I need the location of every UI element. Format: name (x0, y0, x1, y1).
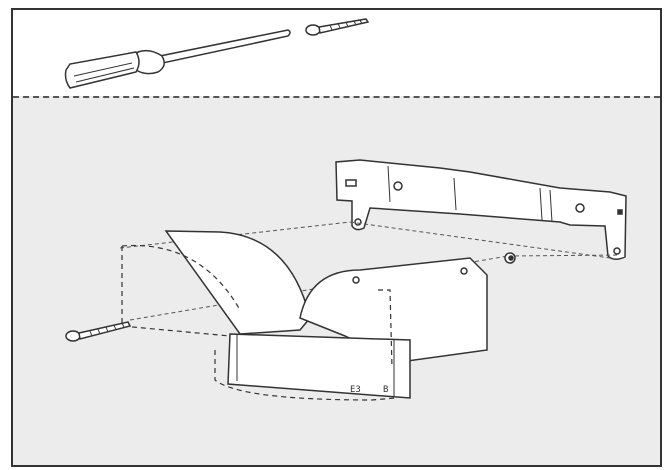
duct-adapter-housing (164, 230, 488, 399)
part-label-e3: E3 (350, 385, 361, 395)
hidden-edges (121, 244, 396, 401)
screw-icon (305, 18, 370, 36)
part-label-b: B (383, 385, 388, 395)
screw-icon (65, 321, 132, 342)
screw-head-icon (504, 252, 516, 264)
mounting-bracket (335, 159, 627, 260)
screwdriver-icon (64, 29, 291, 89)
